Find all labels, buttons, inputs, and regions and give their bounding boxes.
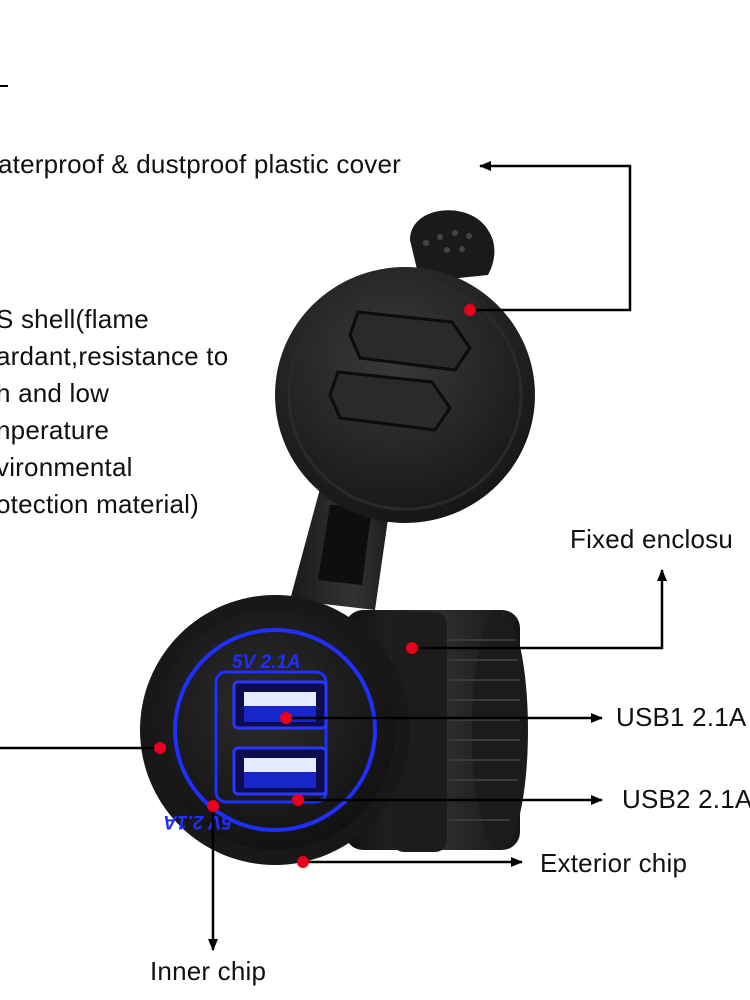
dot-shell xyxy=(154,742,166,754)
label-shell-line-3: h and low xyxy=(0,378,110,408)
dot-usb2 xyxy=(292,794,304,806)
label-shell-line-2: ardant,resistance to xyxy=(0,341,229,371)
label-exterior: Exterior chip xyxy=(540,848,688,878)
label-shell-line-6: otection material) xyxy=(0,489,200,519)
label-cover: aterproof & dustproof plastic cover xyxy=(0,149,401,179)
label-shell: S shell(flame ardant,resistance to h and… xyxy=(0,301,228,523)
port-text-top: 5V 2.1A xyxy=(232,652,301,673)
leader-lines xyxy=(0,161,667,951)
leader-cover xyxy=(470,161,632,312)
label-usb1: USB1 2.1A xyxy=(616,702,747,732)
label-shell-line-4: nperature xyxy=(0,415,110,445)
marker-dots xyxy=(154,304,476,868)
dot-exterior xyxy=(297,856,309,868)
label-enclosure: Fixed enclosu xyxy=(570,524,734,554)
label-inner: Inner chip xyxy=(150,956,267,986)
label-usb2: USB2 2.1A xyxy=(622,784,750,814)
port-text-bottom: 5V 2.1A xyxy=(163,811,232,832)
leader-enclosure xyxy=(412,569,667,650)
dot-enclosure xyxy=(406,642,418,654)
dot-inner xyxy=(207,800,219,812)
dot-cover xyxy=(464,304,476,316)
label-shell-line-1: S shell(flame xyxy=(0,304,149,334)
dot-usb1 xyxy=(280,712,292,724)
socket-face: 5V 2.1A 5V 2.1A xyxy=(140,595,410,865)
dust-cover xyxy=(275,210,535,523)
label-shell-line-5: vironmental xyxy=(0,452,133,482)
